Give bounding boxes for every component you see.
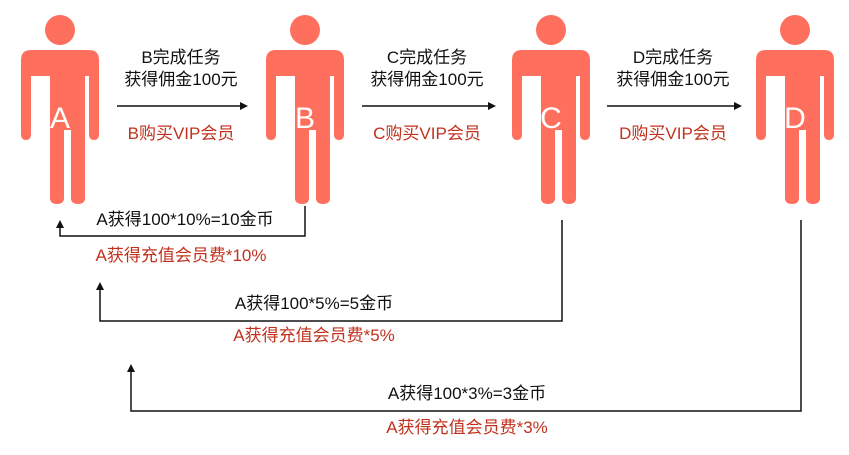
reward-c-gain: A获得100*5%=5金币 (234, 294, 394, 313)
person-label: D (784, 102, 806, 135)
return-path-b-to-a (56, 206, 306, 237)
person-icon (512, 15, 590, 204)
transfer-bc-task: C完成任务 (386, 48, 468, 67)
transfer-bc-purchase: C购买VIP会员 (373, 124, 481, 143)
reward-b-fee: A获得充值会员费*10% (95, 246, 267, 265)
person-icon (266, 15, 344, 204)
reward-d-fee: A获得充值会员费*3% (386, 418, 548, 437)
person-d: D (752, 14, 838, 206)
transfer-cd-commission: 获得佣金100元 (616, 70, 730, 89)
transfer-ab-task: B完成任务 (141, 48, 221, 67)
transfer-cd-purchase: D购买VIP会员 (619, 124, 727, 143)
transfer-ab-commission: 获得佣金100元 (124, 70, 238, 89)
person-c: C (508, 14, 594, 206)
reward-b-gain: A获得100*10%=10金币 (96, 210, 274, 229)
transfer-cd-task: D完成任务 (632, 48, 714, 67)
reward-d-gain: A获得100*3%=3金币 (387, 384, 547, 403)
person-label: B (294, 102, 315, 135)
return-path-d-to-a (127, 220, 802, 412)
person-icon (756, 15, 834, 204)
person-a: A (17, 14, 103, 206)
reward-c-fee: A获得充值会员费*5% (233, 326, 395, 345)
return-path-c-to-a (96, 220, 563, 322)
person-icon (21, 15, 99, 204)
transfer-ab-purchase: B购买VIP会员 (127, 124, 235, 143)
person-b: B (262, 14, 348, 206)
person-label: C (540, 102, 562, 135)
person-label: A (49, 102, 70, 135)
transfer-bc-commission: 获得佣金100元 (370, 70, 484, 89)
